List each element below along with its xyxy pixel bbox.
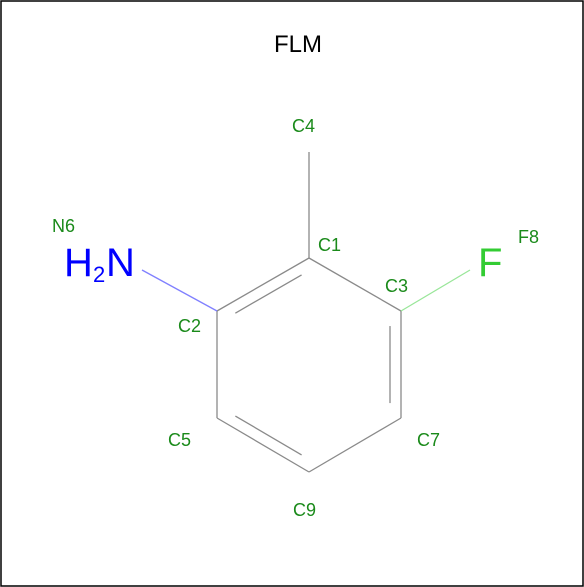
amine-subscript: 2 (93, 262, 105, 287)
atom-label-c3: C3 (385, 276, 408, 296)
bond-c1-c3 (308, 257, 402, 312)
atom-label-c5: C5 (168, 430, 191, 450)
amine-group-label: H 2 N (64, 241, 135, 287)
atom-label-c2: C2 (178, 316, 201, 336)
diagram-title: FLM (274, 31, 322, 58)
atom-label-c1: C1 (318, 235, 341, 255)
bond-c1-c2 (216, 257, 310, 312)
bond-c5-c9 (216, 417, 310, 473)
bond-c1-c2-inner (235, 274, 302, 314)
atom-label-c7: C7 (417, 430, 440, 450)
atom-label-n6: N6 (52, 216, 75, 236)
amine-hydrogen: H (64, 241, 93, 285)
bond-c7-c9 (308, 417, 402, 473)
amine-nitrogen: N (106, 241, 135, 285)
atom-label-c9: C9 (293, 500, 316, 520)
fluorine-symbol: F (478, 241, 502, 285)
atom-label-f8: F8 (518, 227, 539, 247)
bond-c5-c9-inner (235, 415, 302, 456)
bond-c2-n6 (141, 269, 218, 312)
bond-layer (141, 152, 471, 473)
bond-c3-f8 (400, 269, 471, 312)
atom-label-c4: C4 (292, 116, 315, 136)
